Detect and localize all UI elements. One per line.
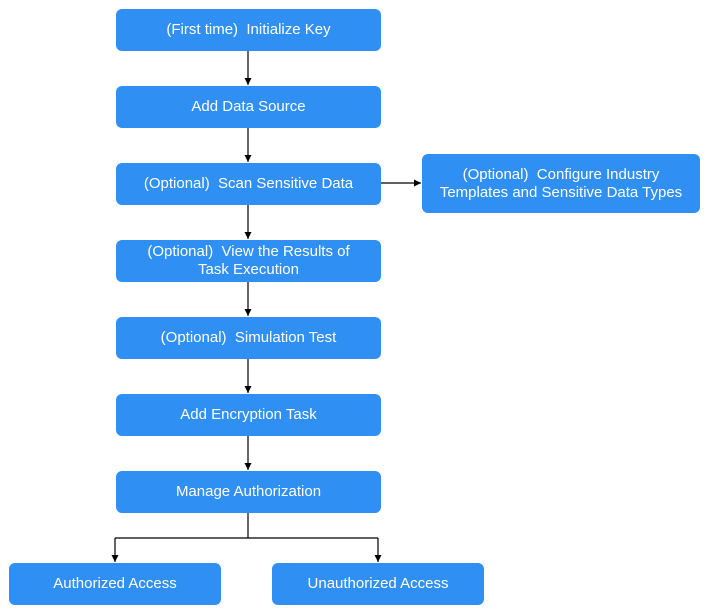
step-add-data-source: Add Data Source bbox=[116, 86, 381, 128]
step-scan-sensitive-data-label: (Optional) Scan Sensitive Data bbox=[143, 175, 354, 192]
step-authorized-access-label: Authorized Access bbox=[53, 575, 177, 592]
step-configure-templates-line2: Templates and Sensitive Data Types bbox=[439, 183, 683, 201]
step-configure-templates-line1: (Optional) Configure Industry bbox=[462, 165, 660, 183]
step-unauthorized-access-label: Unauthorized Access bbox=[307, 575, 449, 592]
step-manage-authorization: Manage Authorization bbox=[116, 471, 381, 513]
step-initialize-key: (First time) Initialize Key bbox=[116, 9, 381, 51]
step-manage-authorization-label: Manage Authorization bbox=[175, 483, 322, 500]
step-view-results: (Optional) View the Results of Task Exec… bbox=[116, 240, 381, 282]
step-add-encryption-task: Add Encryption Task bbox=[116, 394, 381, 436]
step-scan-sensitive-data: (Optional) Scan Sensitive Data bbox=[116, 163, 381, 205]
step-simulation-test-label: (Optional) Simulation Test bbox=[160, 329, 337, 346]
step-add-encryption-task-label: Add Encryption Task bbox=[180, 406, 317, 423]
step-unauthorized-access: Unauthorized Access bbox=[272, 563, 484, 605]
step-authorized-access: Authorized Access bbox=[9, 563, 221, 605]
step-view-results-line2: Task Execution bbox=[198, 261, 299, 278]
step-simulation-test: (Optional) Simulation Test bbox=[116, 317, 381, 359]
step-configure-templates: (Optional) Configure Industry Templates … bbox=[422, 154, 700, 213]
step-view-results-line1: (Optional) View the Results of bbox=[147, 243, 350, 260]
step-add-data-source-label: Add Data Source bbox=[191, 98, 306, 115]
step-initialize-key-label: (First time) Initialize Key bbox=[166, 21, 331, 38]
